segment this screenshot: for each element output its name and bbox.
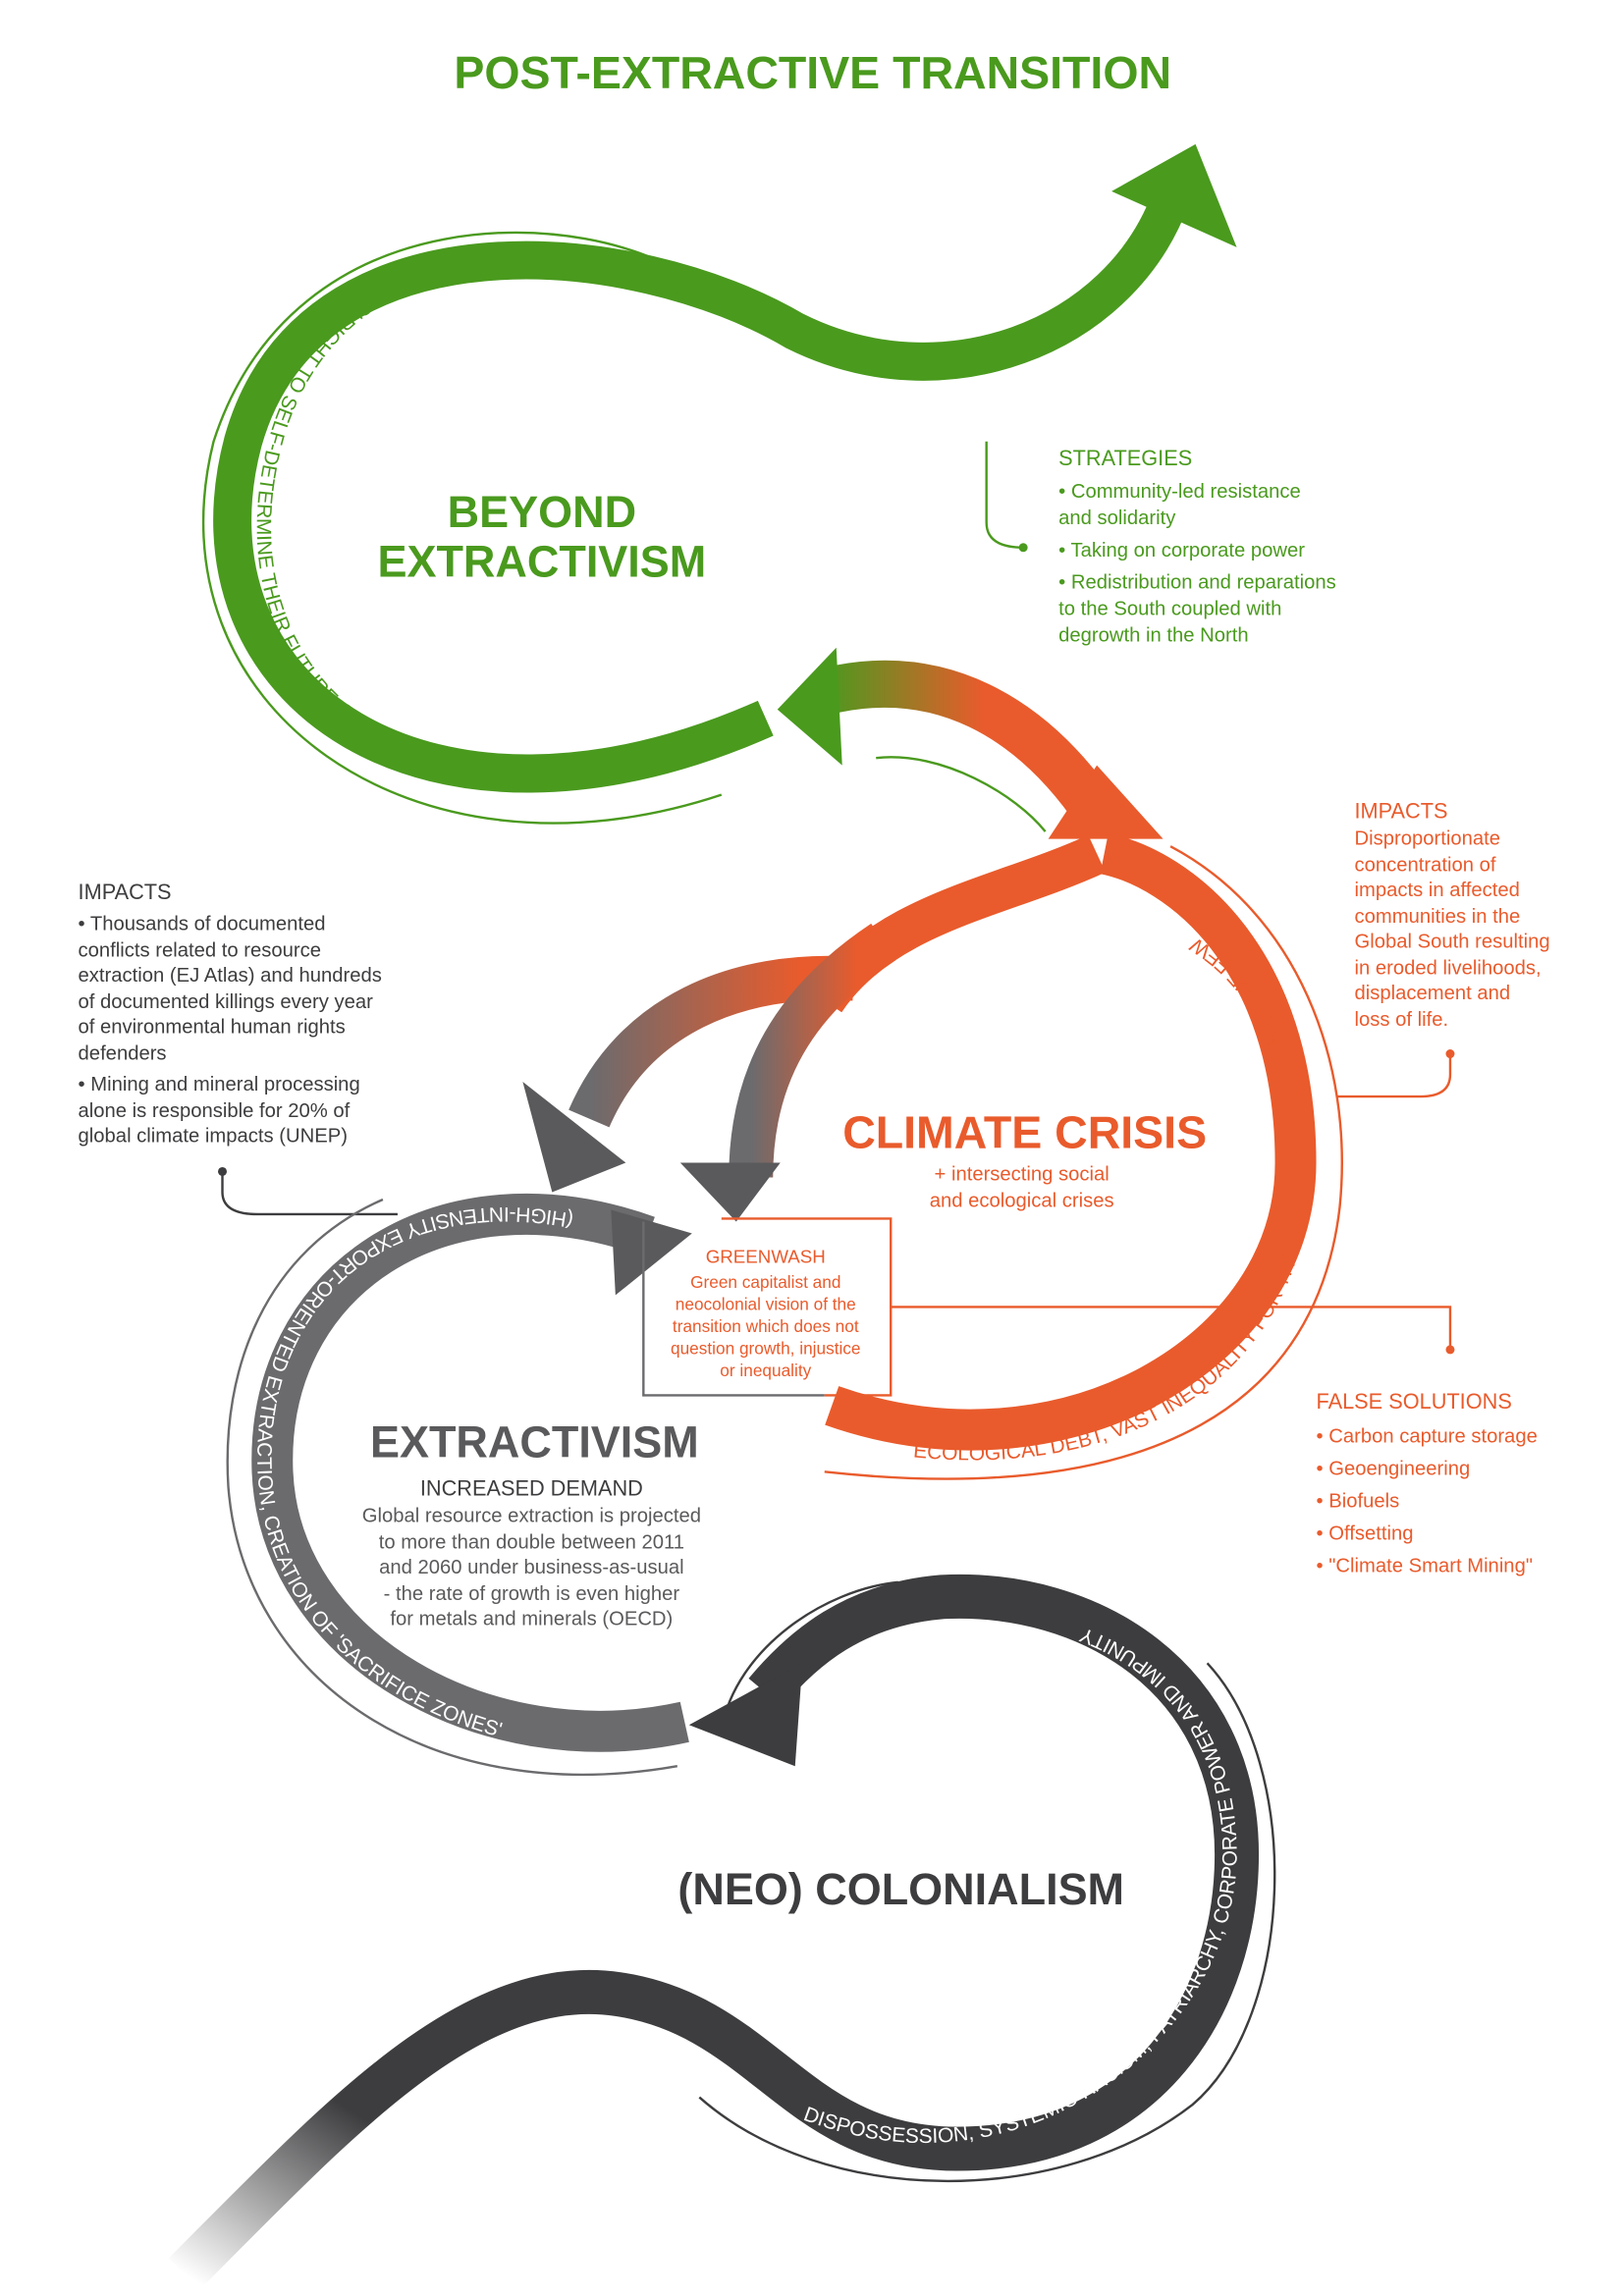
extractivism-line: and 2060 under business-as-usual (379, 1557, 683, 1578)
impacts-line: in eroded livelihoods, (1355, 958, 1542, 980)
arrow-down-icon (522, 1082, 626, 1193)
extractivism-title: EXTRACTIVISM (370, 1416, 699, 1467)
false-solution-item: • Offsetting (1317, 1522, 1414, 1544)
strategy-line: degrowth in the North (1058, 625, 1248, 647)
arrow-left-icon (688, 1663, 803, 1767)
impacts-line: of environmental human rights (79, 1017, 346, 1039)
beyond-title-2: EXTRACTIVISM (377, 537, 706, 587)
beyond-title-1: BEYOND (448, 487, 636, 537)
greenwash-line: question growth, injustice (671, 1338, 861, 1358)
extractivism-line: to more than double between 2011 (379, 1531, 684, 1553)
false-solution-item: • Carbon capture storage (1317, 1425, 1538, 1447)
impacts-line: Disproportionate (1355, 828, 1500, 850)
impacts-line: extraction (EJ Atlas) and hundreds (79, 965, 382, 987)
extractivism-sub: INCREASED DEMAND (420, 1475, 643, 1500)
greenwash-box: GREENWASH Green capitalist and neocoloni… (642, 1217, 1455, 1397)
impacts-line: loss of life. (1355, 1009, 1449, 1031)
strategy-line: • Redistribution and reparations (1058, 572, 1336, 594)
impacts-left-heading: IMPACTS (79, 880, 172, 904)
strategy-line: • Community-led resistance (1058, 481, 1301, 503)
impacts-line: conflicts related to resource (79, 940, 321, 962)
strategies-block: STRATEGIES • Community-led resistance an… (985, 441, 1336, 647)
greenwash-line: neocolonial vision of the (676, 1294, 856, 1313)
greenwash-line: or inequality (720, 1361, 811, 1380)
arrow-up-icon (1111, 143, 1237, 247)
impacts-line: communities in the (1355, 906, 1521, 928)
colonialism-title: (NEO) COLONIALISM (677, 1864, 1124, 1914)
impacts-line: global climate impacts (UNEP) (79, 1126, 348, 1148)
greenwash-heading: GREENWASH (706, 1246, 826, 1266)
strategy-line: • Taking on corporate power (1058, 540, 1305, 561)
impacts-line: of documented killings every year (79, 991, 374, 1013)
impacts-line: alone is responsible for 20% of (79, 1100, 351, 1122)
false-solutions-heading: FALSE SOLUTIONS (1317, 1389, 1512, 1414)
climate-sub-1: + intersecting social (935, 1163, 1110, 1185)
impacts-left-block: IMPACTS • Thousands of documented confli… (79, 880, 398, 1216)
strategy-line: to the South coupled with (1058, 599, 1281, 620)
grey-loop (226, 1193, 692, 1776)
impacts-line: • Thousands of documented (79, 914, 326, 935)
strategies-heading: STRATEGIES (1058, 446, 1192, 470)
climate-sub-2: and ecological crises (930, 1190, 1114, 1211)
greenwash-line: transition which does not (673, 1316, 859, 1336)
impacts-right-heading: IMPACTS (1355, 799, 1448, 824)
impacts-line: displacement and (1355, 983, 1511, 1004)
impacts-right-block: IMPACTS Disproportionate concentration o… (1336, 799, 1550, 1098)
climate-title: CLIMATE CRISIS (842, 1106, 1207, 1157)
false-solution-item: • "Climate Smart Mining" (1317, 1555, 1533, 1576)
orange-loop (522, 765, 1343, 1480)
strategy-line: and solidarity (1058, 507, 1176, 529)
impacts-line: • Mining and mineral processing (79, 1074, 360, 1095)
impacts-line: impacts in affected (1355, 880, 1520, 901)
arrow-down-icon (679, 1162, 781, 1222)
arrow-right-icon (611, 1209, 692, 1296)
dark-loop (168, 1574, 1276, 2290)
false-solutions-block: FALSE SOLUTIONS • Carbon capture storage… (1317, 1389, 1538, 1576)
arrow-up-icon (1048, 765, 1164, 839)
extractivism-line: Global resource extraction is projected (362, 1505, 701, 1526)
greenwash-line: Green capitalist and (690, 1272, 840, 1292)
false-solution-item: • Biofuels (1317, 1490, 1400, 1512)
false-solution-item: • Geoengineering (1317, 1458, 1471, 1479)
arrow-left-icon (777, 647, 842, 766)
main-title: POST-EXTRACTIVE TRANSITION (454, 47, 1171, 98)
green-loop (201, 143, 1237, 832)
impacts-line: concentration of (1355, 855, 1496, 877)
extractivism-line: - the rate of growth is even higher (384, 1583, 680, 1605)
impacts-line: Global South resulting (1355, 932, 1550, 953)
impacts-line: defenders (79, 1043, 167, 1065)
extractivism-line: for metals and minerals (OECD) (390, 1608, 673, 1629)
